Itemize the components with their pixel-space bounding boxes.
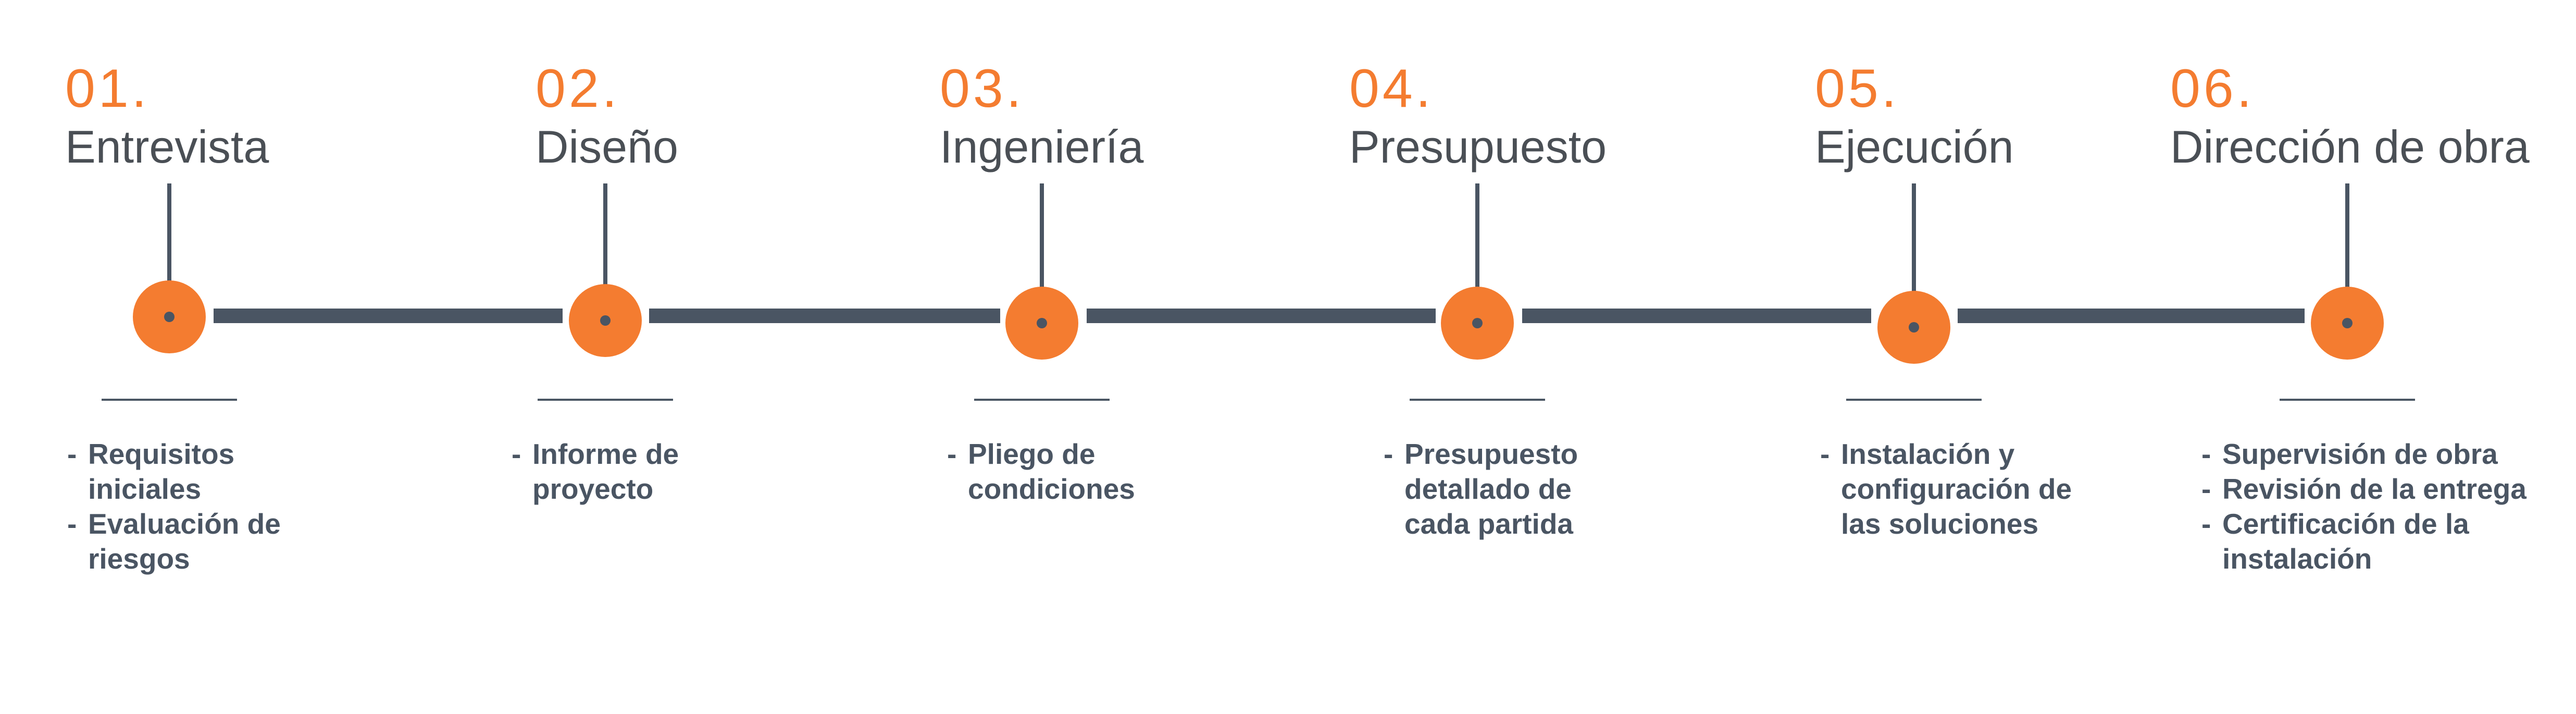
step-connector — [1912, 183, 1916, 324]
step-node — [1005, 287, 1078, 360]
step-node — [569, 284, 642, 357]
step-node — [2311, 287, 2384, 360]
step-connector — [2345, 183, 2349, 324]
step-separator — [1846, 399, 1982, 401]
detail-line: configuración de — [1841, 473, 2072, 505]
detail-line: las soluciones — [1841, 508, 2039, 540]
step-title: Dirección de obra — [2170, 121, 2530, 173]
detail-line: detallado de — [1404, 473, 1572, 505]
timeline-step-6: 06. Dirección de obra -Supervisión de ob… — [2170, 0, 2530, 714]
step-node-dot — [2342, 318, 2353, 328]
detail-line: Evaluación de — [88, 508, 281, 540]
detail-line: condiciones — [968, 473, 1135, 505]
step-title: Entrevista — [65, 121, 269, 173]
detail-line: Presupuesto — [1404, 438, 1578, 470]
step-number: 03. — [940, 58, 1025, 119]
step-number: 05. — [1815, 58, 1900, 119]
step-title: Presupuesto — [1349, 121, 1607, 173]
detail-line: Pliego de — [968, 438, 1096, 470]
step-node — [133, 280, 206, 353]
detail-line: riesgos — [88, 543, 190, 575]
step-connector — [1475, 183, 1479, 324]
detail-line: Revisión de la entrega — [2222, 473, 2527, 505]
timeline-track-segment — [1087, 309, 1436, 323]
detail-line: proyecto — [532, 473, 654, 505]
step-number: 02. — [536, 58, 620, 119]
step-connector — [167, 183, 171, 324]
step-number: 06. — [2170, 58, 2255, 119]
step-separator — [2280, 399, 2415, 401]
detail-line: cada partida — [1404, 508, 1574, 540]
step-node-dot — [1909, 322, 1919, 333]
timeline-track-segment — [1958, 309, 2305, 323]
detail-line: Certificación de la — [2222, 508, 2469, 540]
step-connector — [1040, 183, 1044, 324]
step-node-dot — [1037, 318, 1047, 328]
step-node-dot — [600, 315, 611, 326]
step-details: -Supervisión de obra -Revisión de la ent… — [2201, 437, 2527, 576]
detail-line: instalación — [2222, 543, 2372, 575]
detail-line: iniciales — [88, 473, 202, 505]
step-node-dot — [1472, 318, 1483, 328]
step-title: Ejecución — [1815, 121, 2014, 173]
step-number: 04. — [1349, 58, 1434, 119]
step-node — [1877, 291, 1950, 364]
timeline-track-segment — [649, 309, 1000, 323]
timeline-track-segment — [1522, 309, 1871, 323]
step-title: Diseño — [536, 121, 678, 173]
detail-line: Informe de — [532, 438, 679, 470]
step-separator — [1410, 399, 1545, 401]
step-node-dot — [164, 312, 175, 322]
detail-line: Instalación y — [1841, 438, 2015, 470]
detail-line: Requisitos — [88, 438, 235, 470]
step-number: 01. — [65, 58, 150, 119]
step-separator — [538, 399, 673, 401]
step-title: Ingeniería — [940, 121, 1144, 173]
step-node — [1441, 287, 1514, 360]
detail-item: -Supervisión de obra — [2201, 438, 2498, 470]
detail-line: Supervisión de obra — [2222, 438, 2498, 470]
detail-item: -Revisión de la entrega — [2201, 473, 2527, 505]
step-connector — [603, 183, 607, 324]
timeline-track-segment — [214, 309, 563, 323]
step-separator — [974, 399, 1110, 401]
step-separator — [102, 399, 237, 401]
